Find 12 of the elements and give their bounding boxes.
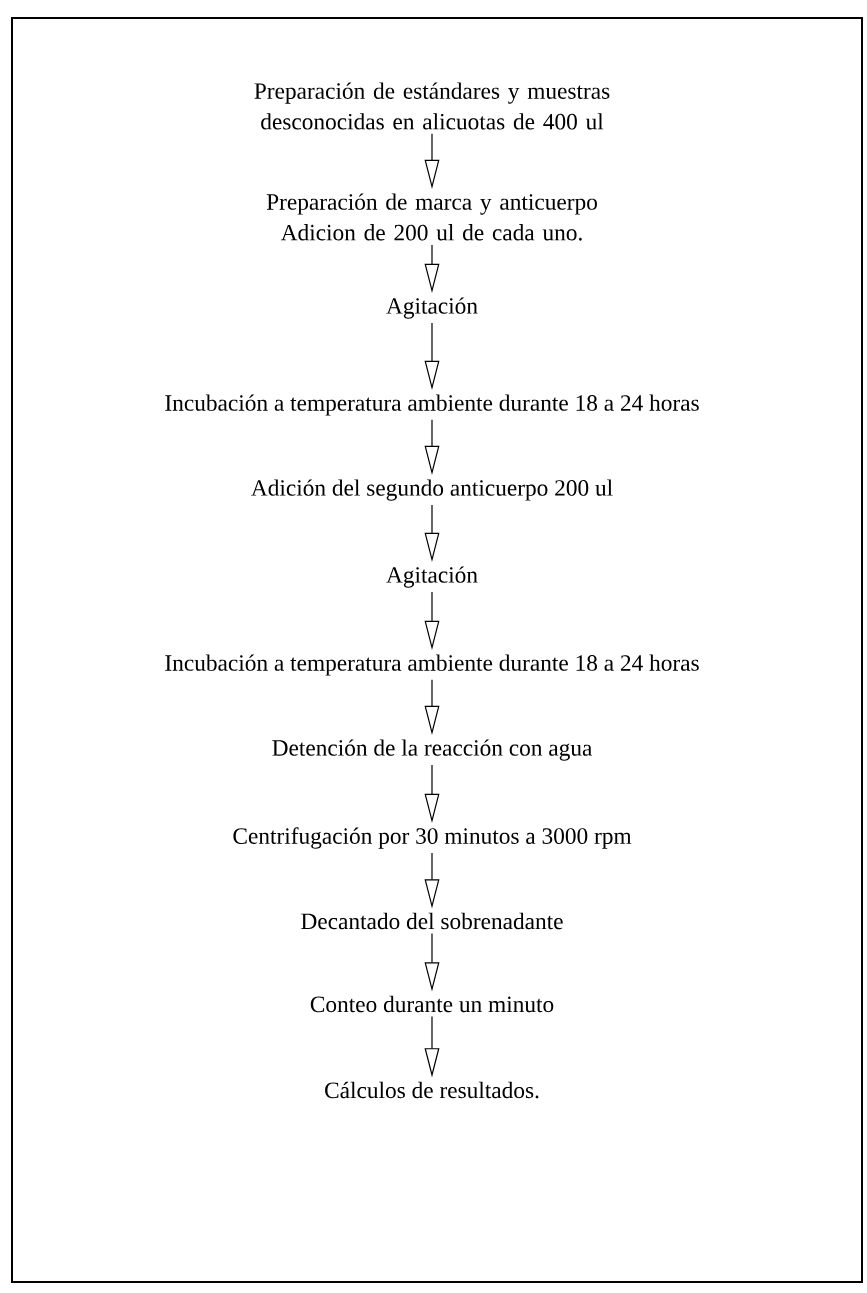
step-text: Agitación (386, 566, 478, 588)
step-text: Detención de la reacción con agua (272, 739, 593, 761)
step-text: Preparación de estándares y muestras desconocidas en alicuotas de 400 ul (254, 82, 610, 130)
step-text: Conteo durante un minuto (310, 995, 554, 1013)
step-text: Incubación a temperatura ambiente durante 18 a 24 horas (165, 394, 699, 416)
step-text: Centrifugación por 30 minutos a 3000 rpm (233, 827, 632, 849)
step-text: Decantado del sobrenadante (301, 912, 563, 930)
step-text: Preparación de marca y anticuerpo Adicion de 200 ul de cada uno. (266, 193, 597, 241)
step-text: Adición del segundo anticuerpo 200 ul (251, 479, 613, 501)
step-text: Incubación a temperatura ambiente durante 18 a 24 horas (165, 654, 699, 676)
step-text: Cálculos de resultados. (325, 1081, 539, 1099)
step-text: Agitación (386, 297, 478, 319)
